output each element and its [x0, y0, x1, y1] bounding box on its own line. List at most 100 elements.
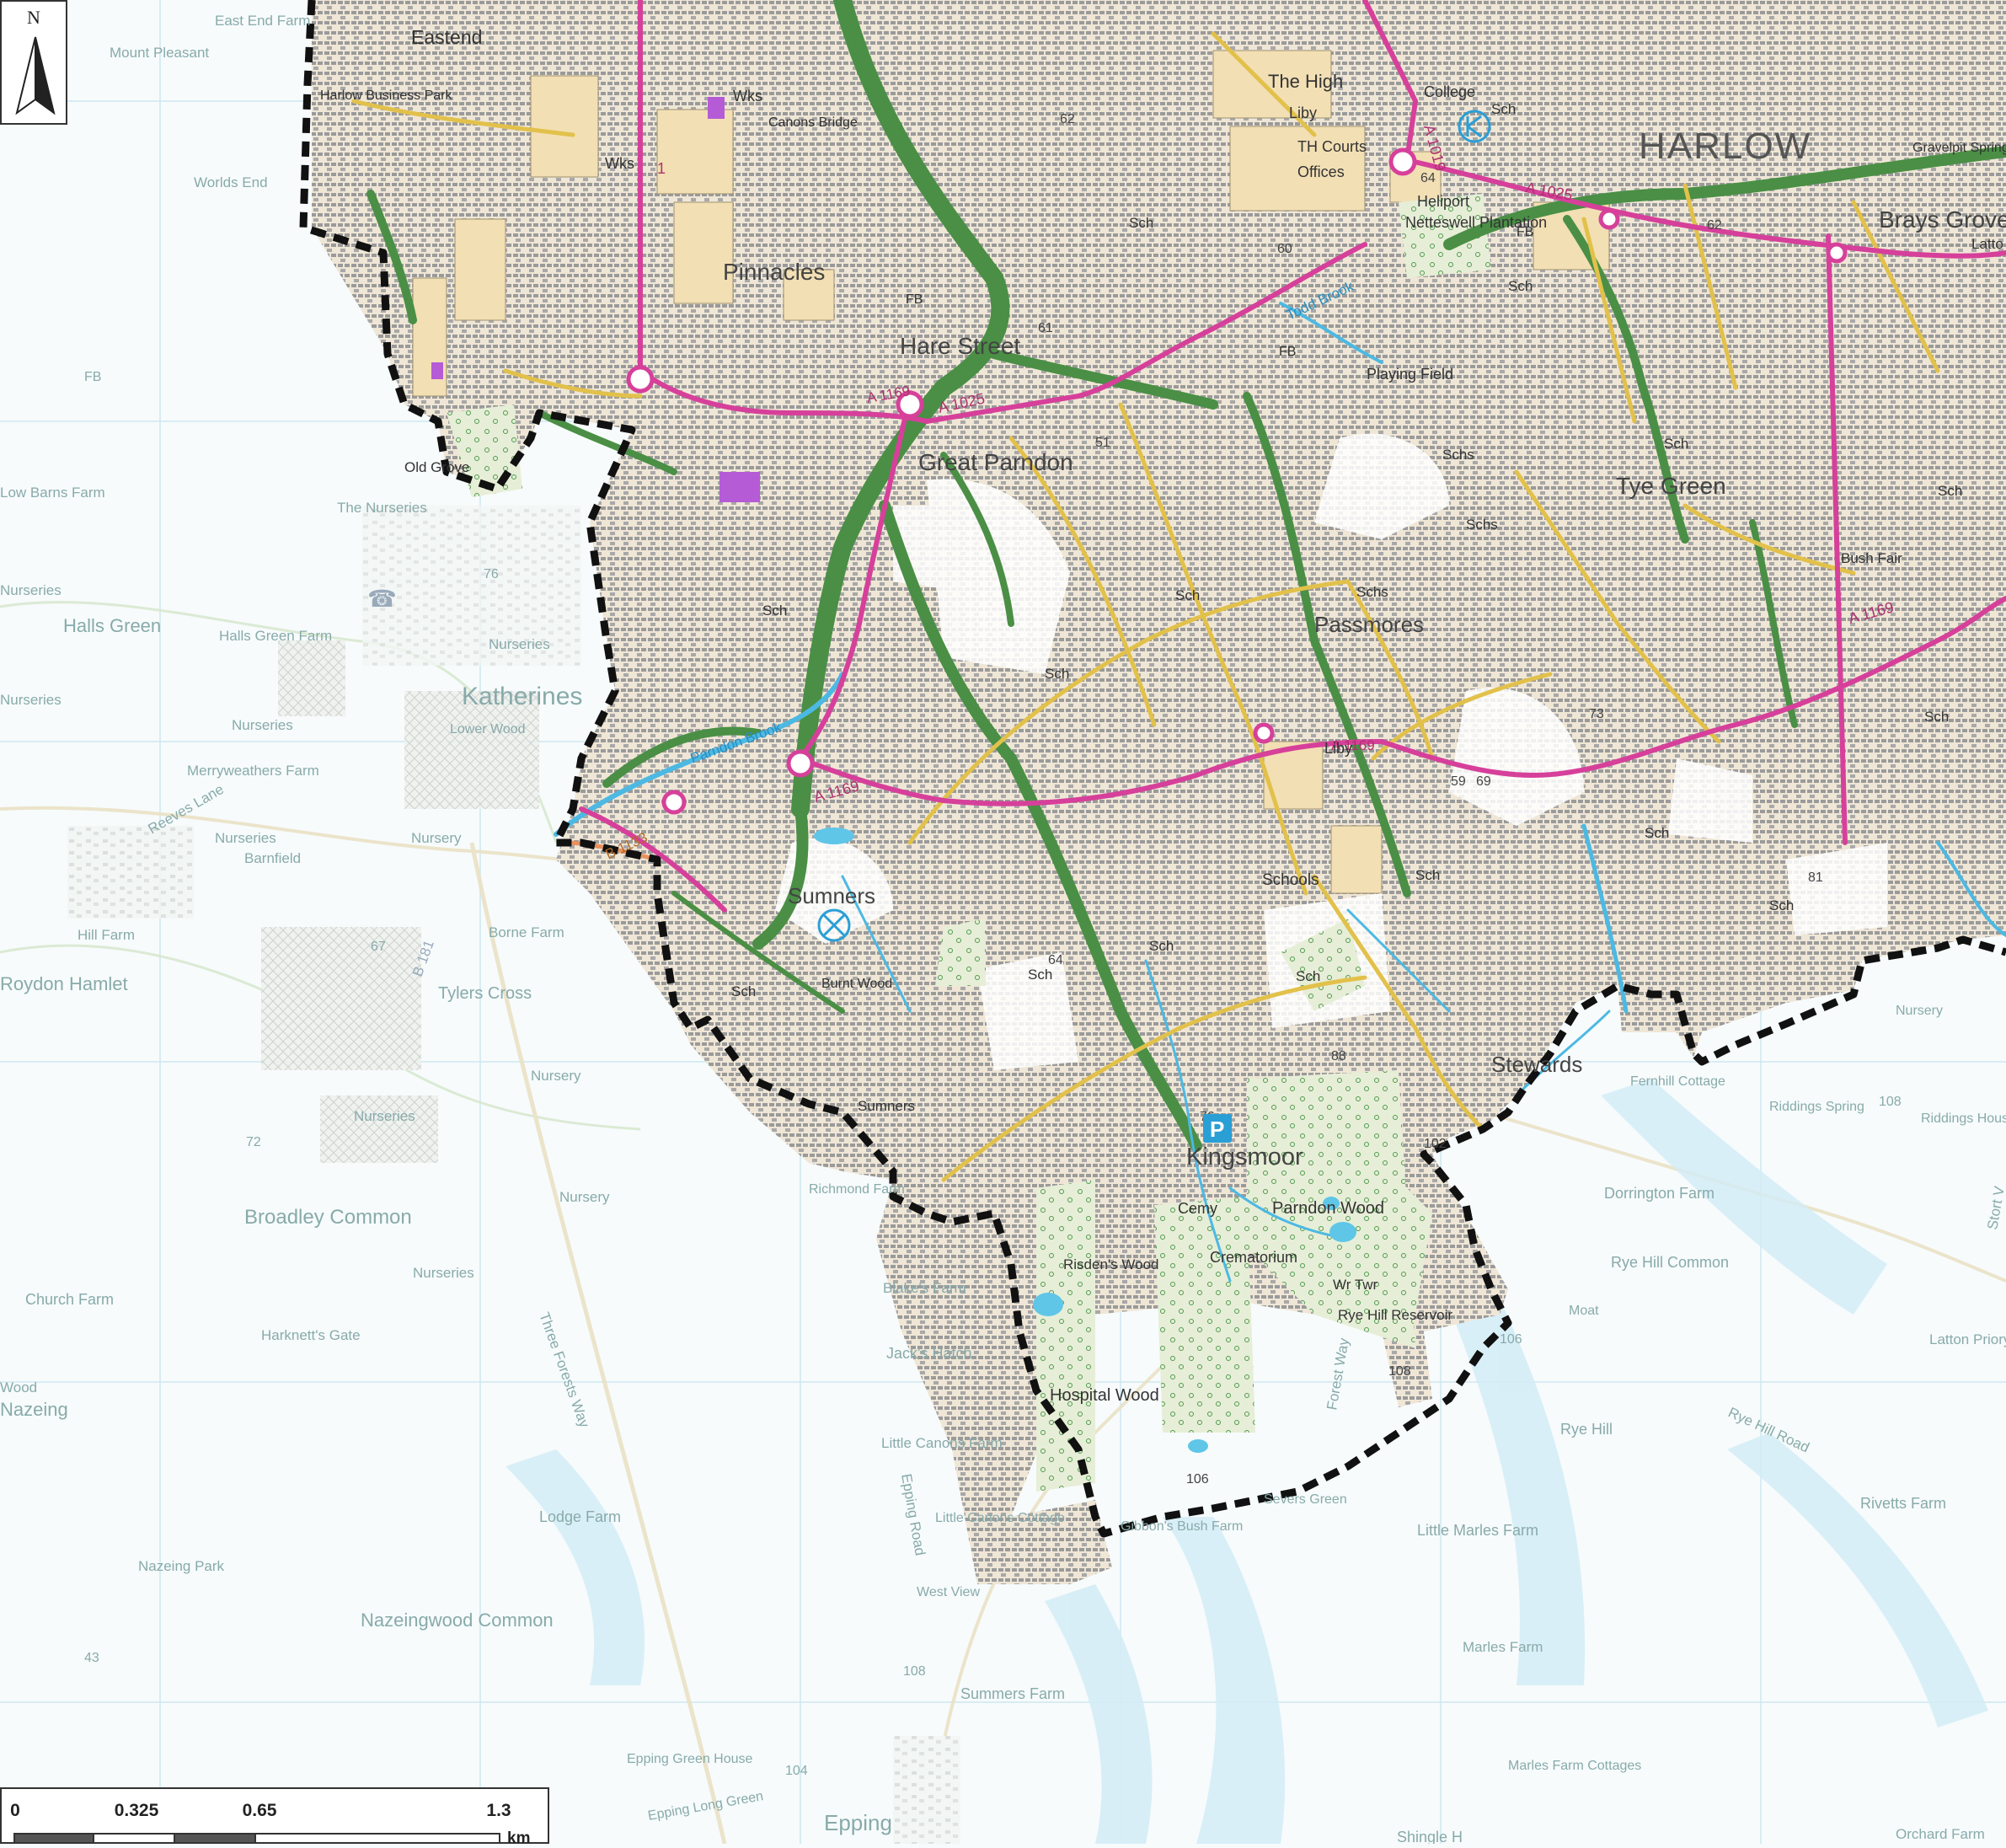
north-arrow-icon [15, 36, 56, 115]
info-icon [1458, 110, 1491, 143]
label-gravelpit-spring: Gravelpit Spring [1912, 141, 2006, 155]
label-hospital-wood: Hospital Wood [1050, 1386, 1159, 1405]
label-playing-field: Playing Field [1367, 366, 1453, 383]
label-sch-w: Sch [762, 603, 787, 619]
label-roydon-hamlet: Roydon Hamlet [0, 973, 128, 994]
label-nurseries-3: Nurseries [0, 692, 62, 708]
label-sch-s4: Sch [1645, 825, 1669, 841]
label-richmond-farm: Richmond Farm [809, 1182, 905, 1197]
label-nursery-7: Nursery [531, 1068, 581, 1084]
label-barnfield: Barnfield [244, 850, 301, 866]
label-great-parndon: Great Parndon [918, 449, 1073, 475]
label-nazeing: Nazeing [0, 1399, 68, 1420]
spot-height-60: 60 [1277, 242, 1292, 256]
label-merryweathers-farm: Merryweathers Farm [187, 763, 319, 779]
spot-height-72: 72 [246, 1135, 261, 1149]
label-liby-1: Liby [1289, 104, 1317, 121]
label-wood-w: Wood [0, 1379, 37, 1395]
industrial-areas [412, 50, 1610, 894]
svg-text:P: P [1210, 1117, 1224, 1142]
label-nurseries-w: Nurseries [0, 582, 62, 598]
label-sumners-2: Sumners [858, 1098, 915, 1114]
flood-zones [506, 1079, 1988, 1844]
scale-segment-3 [174, 1833, 256, 1844]
scale-unit: km [507, 1829, 531, 1847]
label-halls-green: Halls Green [63, 615, 161, 636]
label-sch-e2: Sch [1769, 897, 1794, 913]
spot-height-108b: 108 [1879, 1095, 1902, 1109]
label-passmores: Passmores [1314, 612, 1424, 637]
label-burnt-wood: Burnt Wood [821, 977, 892, 991]
label-brays-grove: Brays Grove [1879, 206, 2006, 233]
label-bush-fair: Bush Fair [1841, 550, 1902, 566]
purple-buildings [431, 97, 760, 502]
label-crematorium: Crematorium [1210, 1249, 1297, 1266]
label-nurseries-8: Nurseries [354, 1108, 415, 1124]
label-nursery-9: Nursery [559, 1189, 610, 1205]
label-sch-mid: Sch [1175, 587, 1200, 603]
label-mount-pleasant: Mount Pleasant [110, 45, 209, 61]
label-wks-2: Wks [605, 155, 634, 172]
label-fb-netteswell: FB [1517, 225, 1533, 239]
label-fb-todd: FB [1279, 345, 1296, 359]
scale-bar: 0 0.325 0.65 1.3 km [0, 1787, 549, 1847]
label-harknetts-gate: Harknett's Gate [261, 1327, 361, 1343]
map-symbols: P ☎ [367, 110, 1491, 1143]
label-little-canons-cottage: Little Canons Cottage [935, 1511, 1065, 1525]
spot-height-76: 76 [484, 567, 499, 581]
water-features [554, 302, 2006, 1283]
label-nurseries-10: Nurseries [413, 1265, 474, 1281]
green-corridors [366, 0, 2006, 1152]
label-sch-e3: Sch [1924, 709, 1949, 725]
label-netteswell-plantation: Netteswell Plantation [1405, 214, 1547, 231]
parking-icon: P [1203, 1114, 1232, 1143]
north-label: N [27, 7, 40, 28]
label-hare-street: Hare Street [900, 333, 1020, 359]
label-schs-2: Schs [1466, 517, 1498, 533]
spot-height-43: 43 [84, 1651, 99, 1665]
label-nurseries-4: Nurseries [232, 717, 293, 733]
scale-tick-0: 0 [10, 1801, 20, 1820]
spot-height-69: 69 [1476, 774, 1491, 789]
label-wr-twr: Wr Twr [1333, 1277, 1378, 1293]
spot-height-106: 106 [1186, 1472, 1209, 1486]
label-hill-farm: Hill Farm [78, 927, 135, 943]
label-latton: Latto [1971, 236, 2003, 252]
spot-height-108: 108 [1388, 1364, 1411, 1379]
label-west-view: West View [917, 1585, 980, 1599]
spot-height-51: 51 [1095, 436, 1110, 450]
spot-height-62b: 62 [1707, 218, 1722, 233]
label-sch-64: Sch [1028, 967, 1052, 983]
label-schs-1: Schs [1442, 447, 1474, 463]
label-church-farm: Church Farm [25, 1291, 114, 1308]
spot-height-108c: 108 [903, 1664, 926, 1679]
label-severs-green: Severs Green [1264, 1492, 1347, 1507]
spot-height-106b: 106 [1500, 1332, 1522, 1347]
label-nazeingwood-common: Nazeingwood Common [361, 1610, 554, 1631]
label-worlds-end: Worlds End [194, 174, 268, 190]
label-wks-1: Wks [733, 88, 762, 104]
label-risdens-wood: Risden's Wood [1063, 1256, 1159, 1272]
spot-height-59: 59 [1451, 774, 1466, 789]
spot-height-62: 62 [1060, 112, 1075, 126]
visitor-centre-icon [817, 908, 851, 942]
label-a1169-e: A 1169 [1331, 737, 1375, 753]
scale-segment-2 [93, 1833, 175, 1844]
label-schools: Schools [1262, 871, 1319, 889]
label-blakes-farm: Blake's Farm [883, 1280, 966, 1296]
label-nursery-e: Nursery [1896, 1004, 1943, 1018]
label-liby-2: Liby [1324, 740, 1352, 757]
label-offices: Offices [1297, 163, 1345, 180]
spot-height-102: 102 [1424, 1137, 1447, 1151]
label-a-1: 1 [657, 160, 666, 177]
north-arrow: N [0, 0, 67, 125]
woodland-areas [447, 194, 1491, 1492]
label-tylers-cross: Tylers Cross [438, 984, 532, 1003]
spot-height-73: 73 [1589, 707, 1604, 721]
label-th-courts: TH Courts [1297, 138, 1367, 155]
spot-height-67: 67 [371, 940, 386, 954]
label-canons-bridge: Canons Bridge [768, 115, 858, 130]
label-riddings-spring: Riddings Spring [1769, 1100, 1864, 1114]
label-schs-3: Schs [1356, 584, 1388, 600]
